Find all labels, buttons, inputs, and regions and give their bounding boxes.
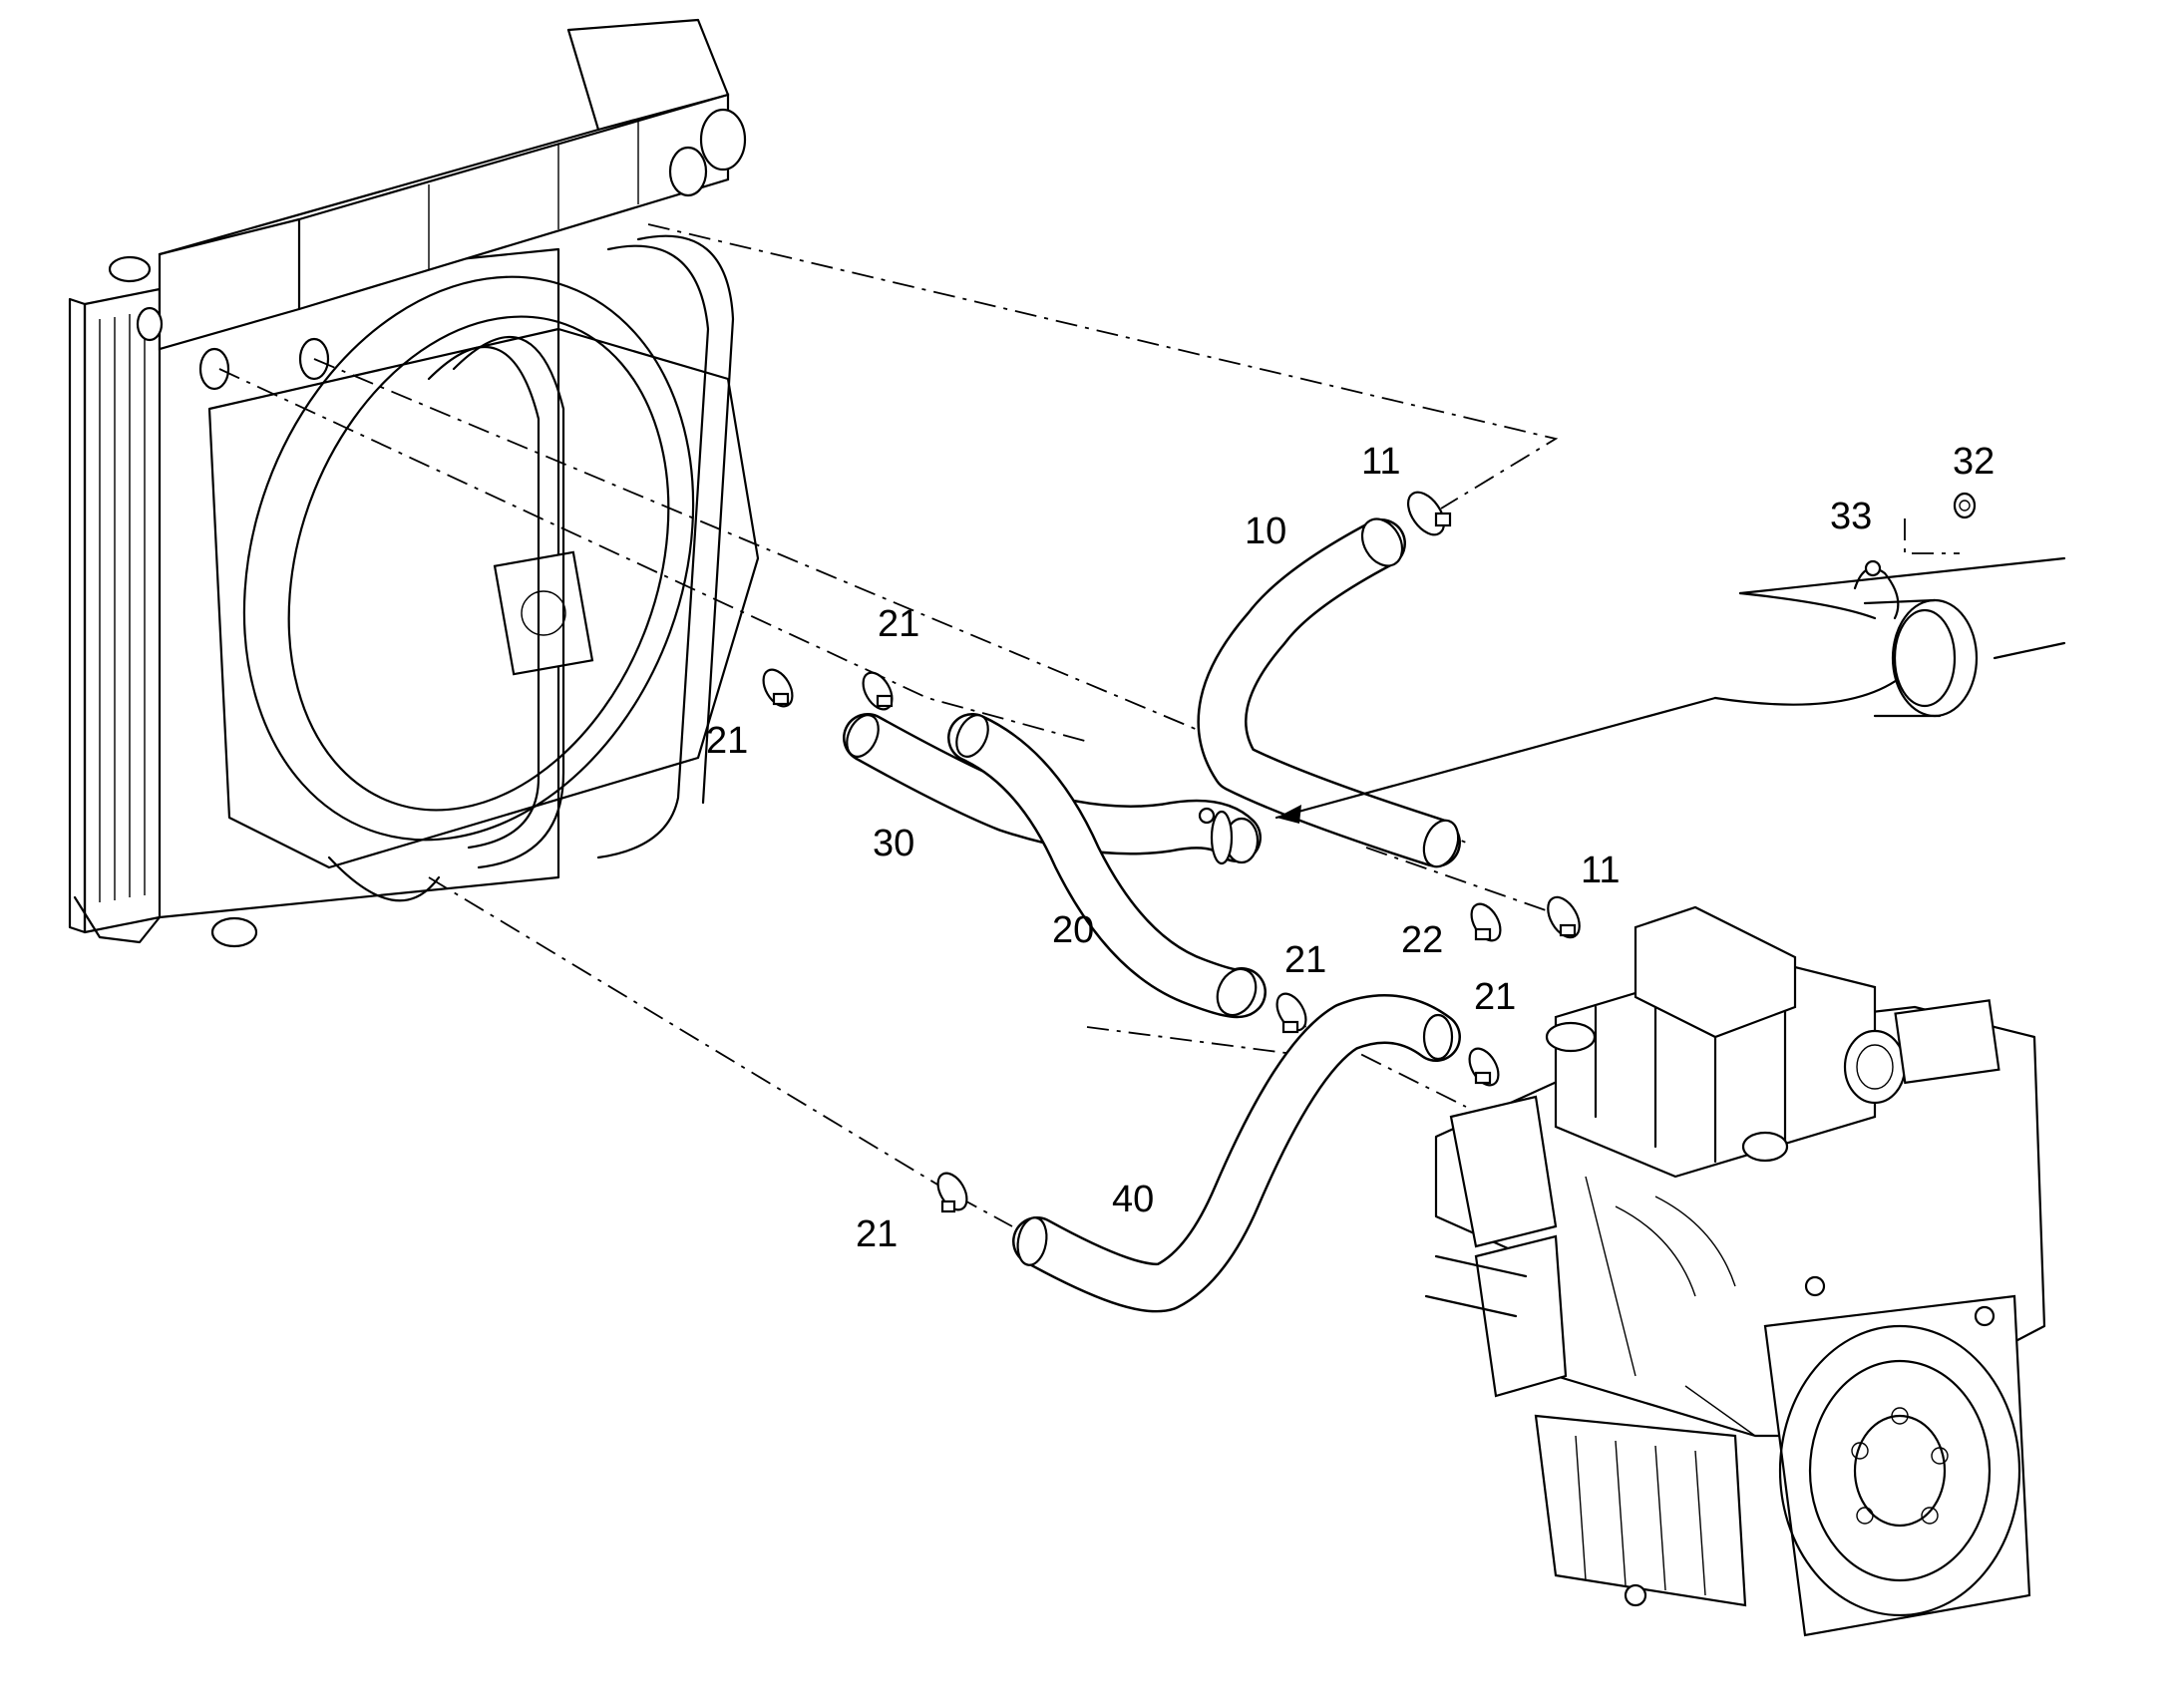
clamp-22 (1470, 902, 1502, 942)
label-11-right: 11 (1581, 850, 1620, 891)
label-21-d: 21 (1474, 976, 1516, 1018)
clamp-21-b (862, 671, 894, 711)
engine-assembly (1424, 905, 2046, 1637)
label-10: 10 (1245, 511, 1286, 552)
clamp-21-e (936, 1172, 968, 1213)
radiator-assembly (68, 18, 760, 948)
clamp-11-top (1406, 491, 1452, 536)
label-21-e: 21 (856, 1213, 898, 1255)
label-40: 40 (1112, 1179, 1154, 1220)
label-20: 20 (1052, 909, 1094, 951)
hose-40 (1012, 994, 1461, 1313)
label-33: 33 (1830, 496, 1872, 537)
label-11-top: 11 (1361, 441, 1400, 483)
hose-20 (947, 713, 1267, 1019)
detail-inset-pipe (1274, 492, 2066, 824)
clamp-21-d (1468, 1047, 1500, 1087)
label-21-b: 21 (878, 603, 919, 645)
leader-lines (218, 223, 1960, 1227)
clamp-21-c (1275, 992, 1307, 1034)
hose-10 (1197, 517, 1461, 868)
label-30: 30 (873, 823, 914, 864)
label-21-c: 21 (1284, 939, 1326, 981)
label-32: 32 (1953, 441, 1995, 483)
label-22: 22 (1401, 919, 1443, 961)
hose-clamp-inline (1198, 807, 1234, 865)
clamps (762, 491, 1581, 1213)
clamp-21-a (762, 668, 794, 708)
part-labels: 10 11 11 20 21 21 21 21 21 22 30 32 33 4… (706, 441, 1995, 1255)
clamp-11-right (1547, 895, 1581, 939)
label-21-a: 21 (706, 720, 748, 762)
